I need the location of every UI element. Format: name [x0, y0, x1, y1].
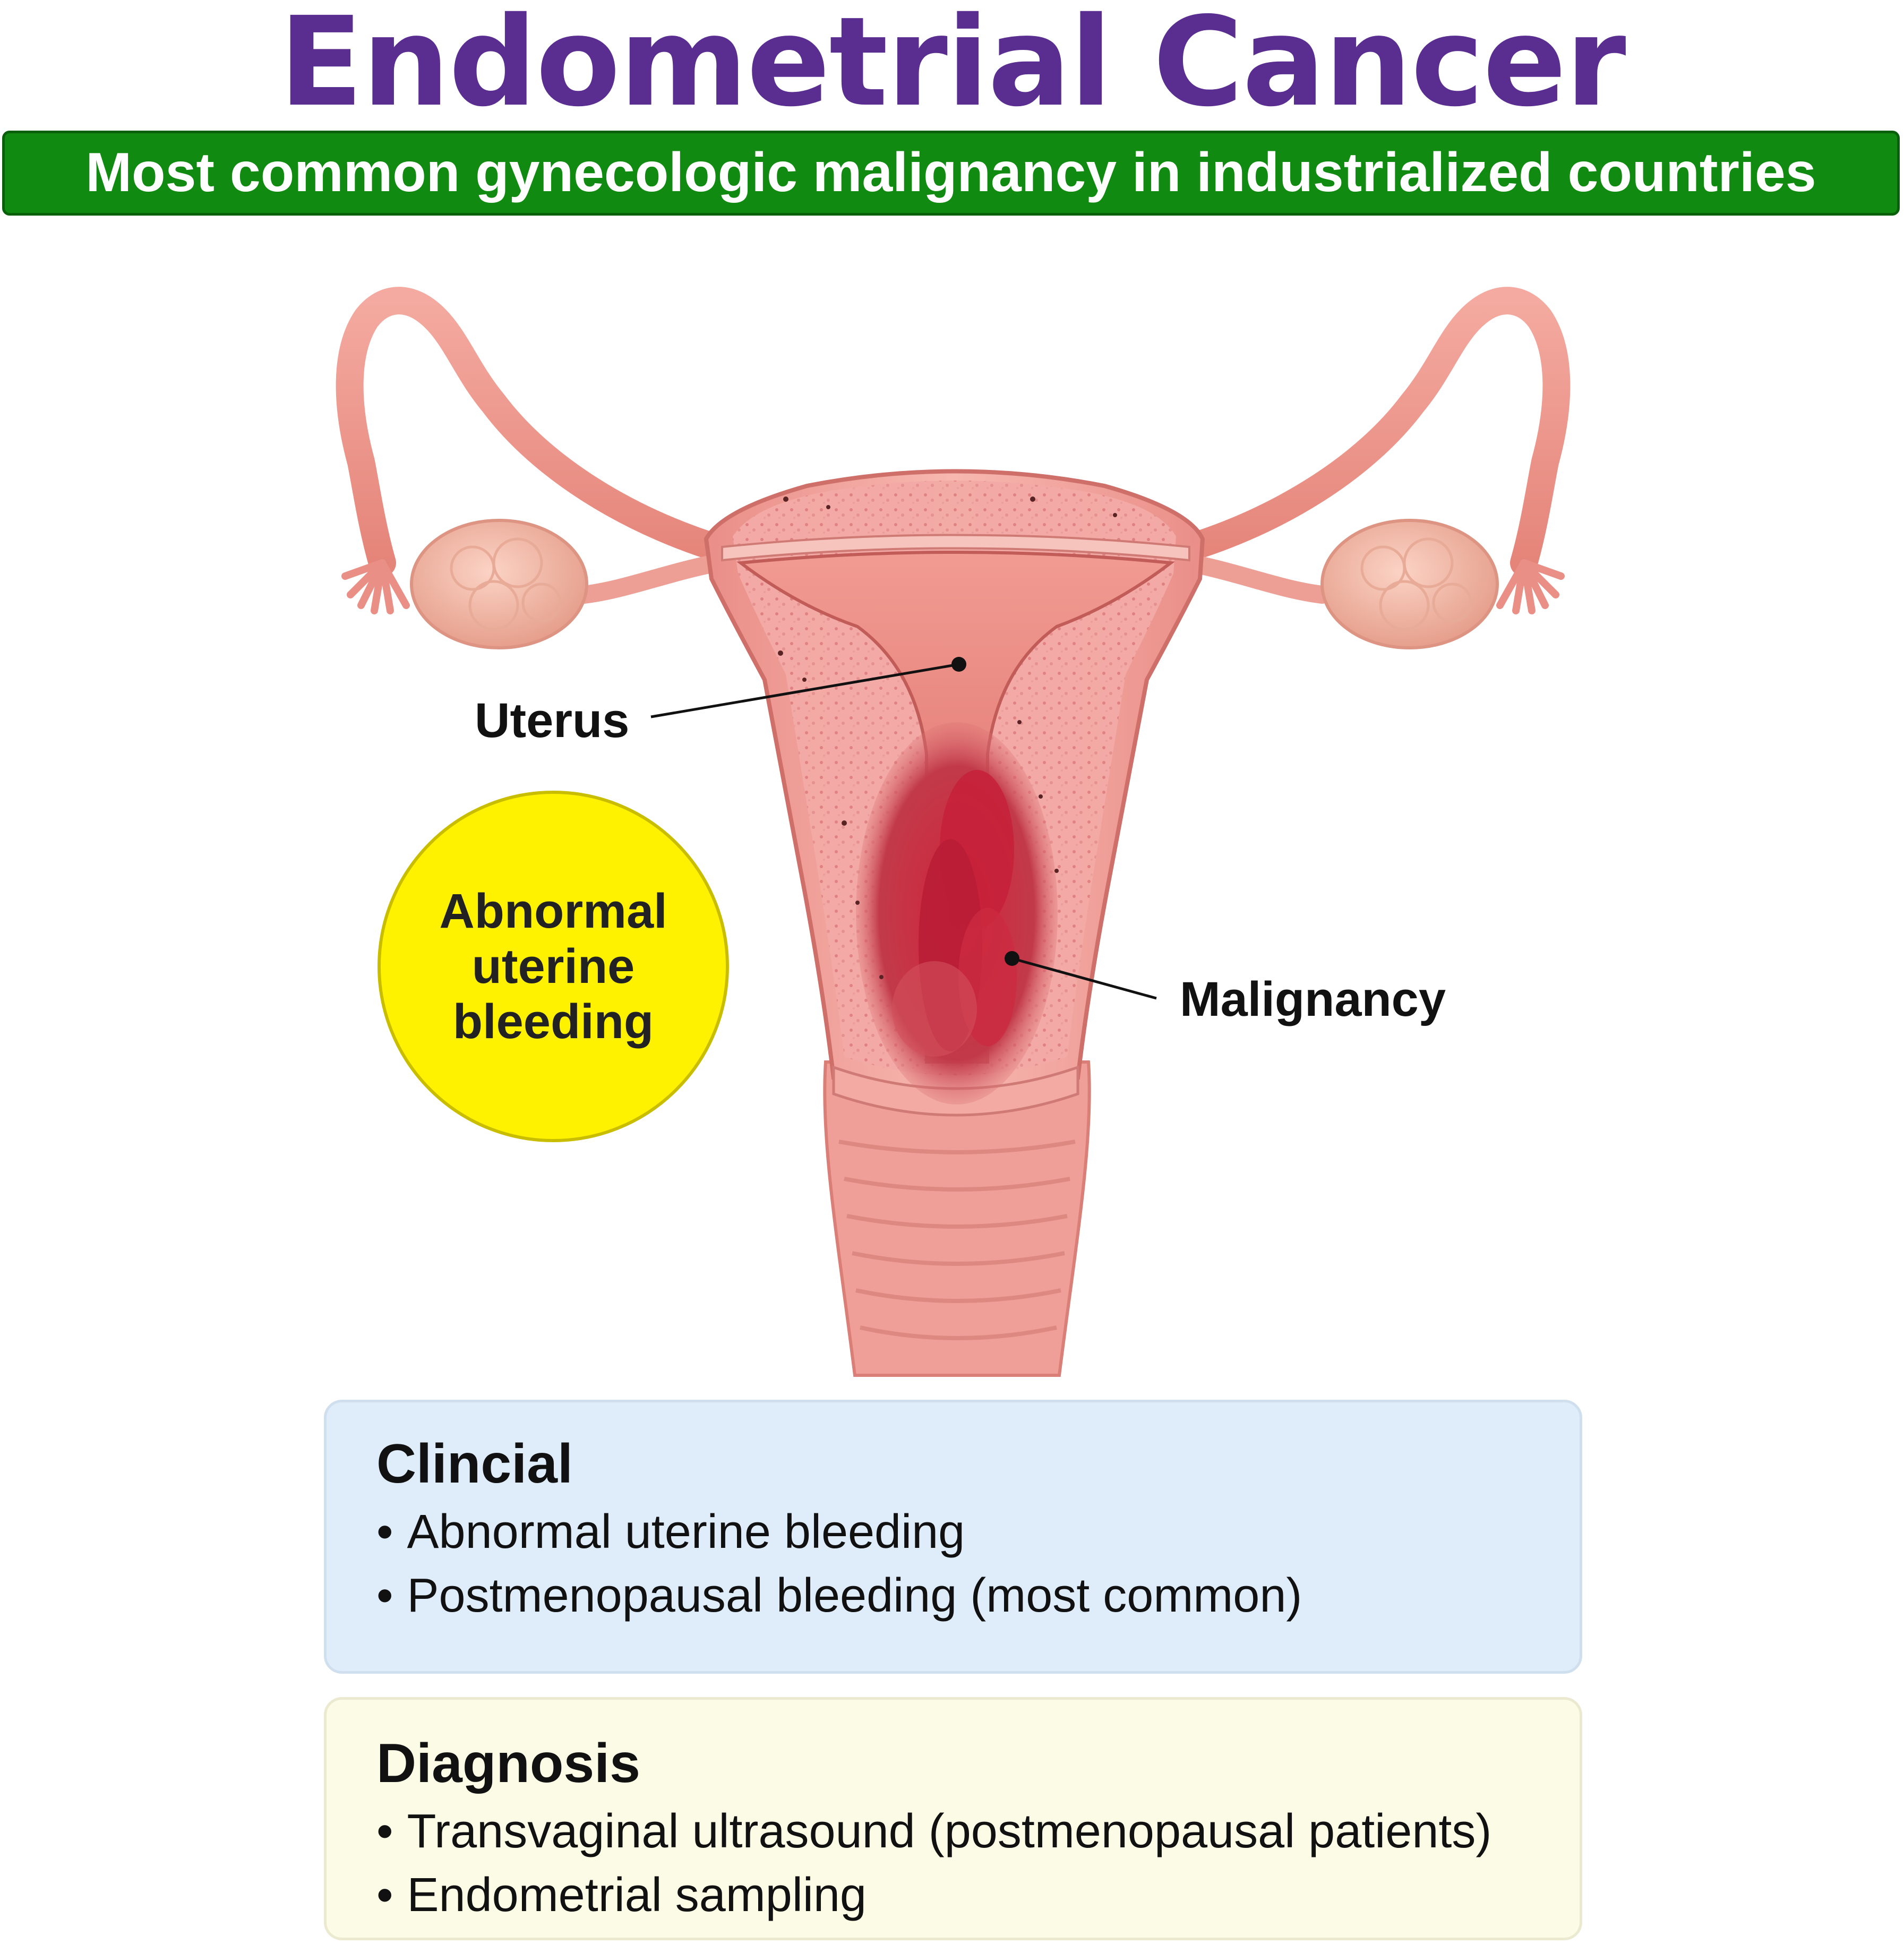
malignancy-pointer-dot	[1005, 951, 1019, 966]
right-fallopian-tube	[1170, 287, 1571, 577]
left-ovary	[410, 519, 588, 649]
list-item: Transvaginal ultrasound (postmenopausal …	[376, 1800, 1580, 1863]
symptom-bubble-text: Abnormal uterine bleeding	[439, 884, 667, 1049]
list-item: Postmenopausal bleeding (most common)	[376, 1564, 1580, 1628]
uterus-pointer-dot	[951, 657, 966, 672]
subtitle-banner: Most common gynecologic malignancy in in…	[2, 131, 1900, 216]
malignancy-leader-line	[1011, 957, 1157, 1000]
diagnosis-heading: Diagnosis	[376, 1733, 640, 1794]
uterus-label: Uterus	[475, 693, 630, 748]
right-fimbriae	[1496, 559, 1565, 614]
list-item: Endometrial sampling	[376, 1863, 1580, 1927]
malignancy-mass	[856, 722, 1058, 1104]
uterus-leader-line	[650, 663, 959, 718]
diagnosis-list: Transvaginal ultrasound (postmenopausal …	[376, 1800, 1580, 1927]
clinical-heading: Clincial	[376, 1433, 573, 1495]
clinical-panel: Clincial Abnormal uterine bleeding Postm…	[324, 1400, 1582, 1674]
left-fallopian-tube	[336, 287, 736, 577]
right-ovary	[1320, 519, 1499, 649]
clinical-list: Abnormal uterine bleeding Postmenopausal…	[376, 1500, 1580, 1628]
left-fimbriae	[341, 559, 410, 614]
page-title: Endometrial Cancer	[279, 0, 1626, 134]
list-item: Abnormal uterine bleeding	[376, 1500, 1580, 1564]
malignancy-label: Malignancy	[1180, 972, 1446, 1026]
diagnosis-panel: Diagnosis Transvaginal ultrasound (postm…	[324, 1697, 1582, 1940]
symptom-bubble: Abnormal uterine bleeding	[378, 791, 729, 1142]
uterus-illustration	[336, 287, 1571, 1377]
